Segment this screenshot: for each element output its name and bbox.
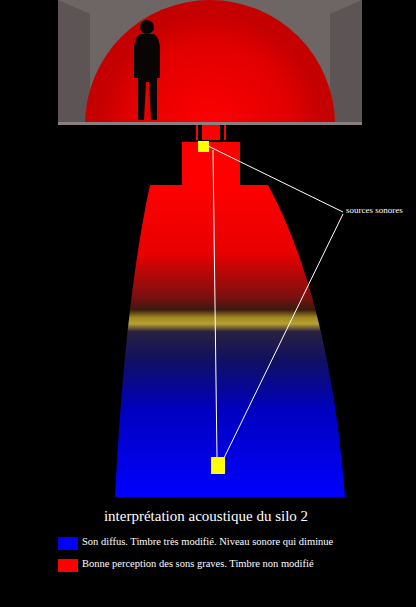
legend-text: Bonne perception des sons graves. Timbre… (82, 558, 314, 569)
callout-label: sources sonores (346, 205, 403, 215)
legend-swatch (58, 537, 78, 550)
legend-text: Son diffus. Timbre très modifié. Niveau … (82, 536, 333, 547)
legend-swatch (58, 559, 78, 572)
diagram-title: interprétation acoustique du silo 2 (104, 508, 308, 525)
